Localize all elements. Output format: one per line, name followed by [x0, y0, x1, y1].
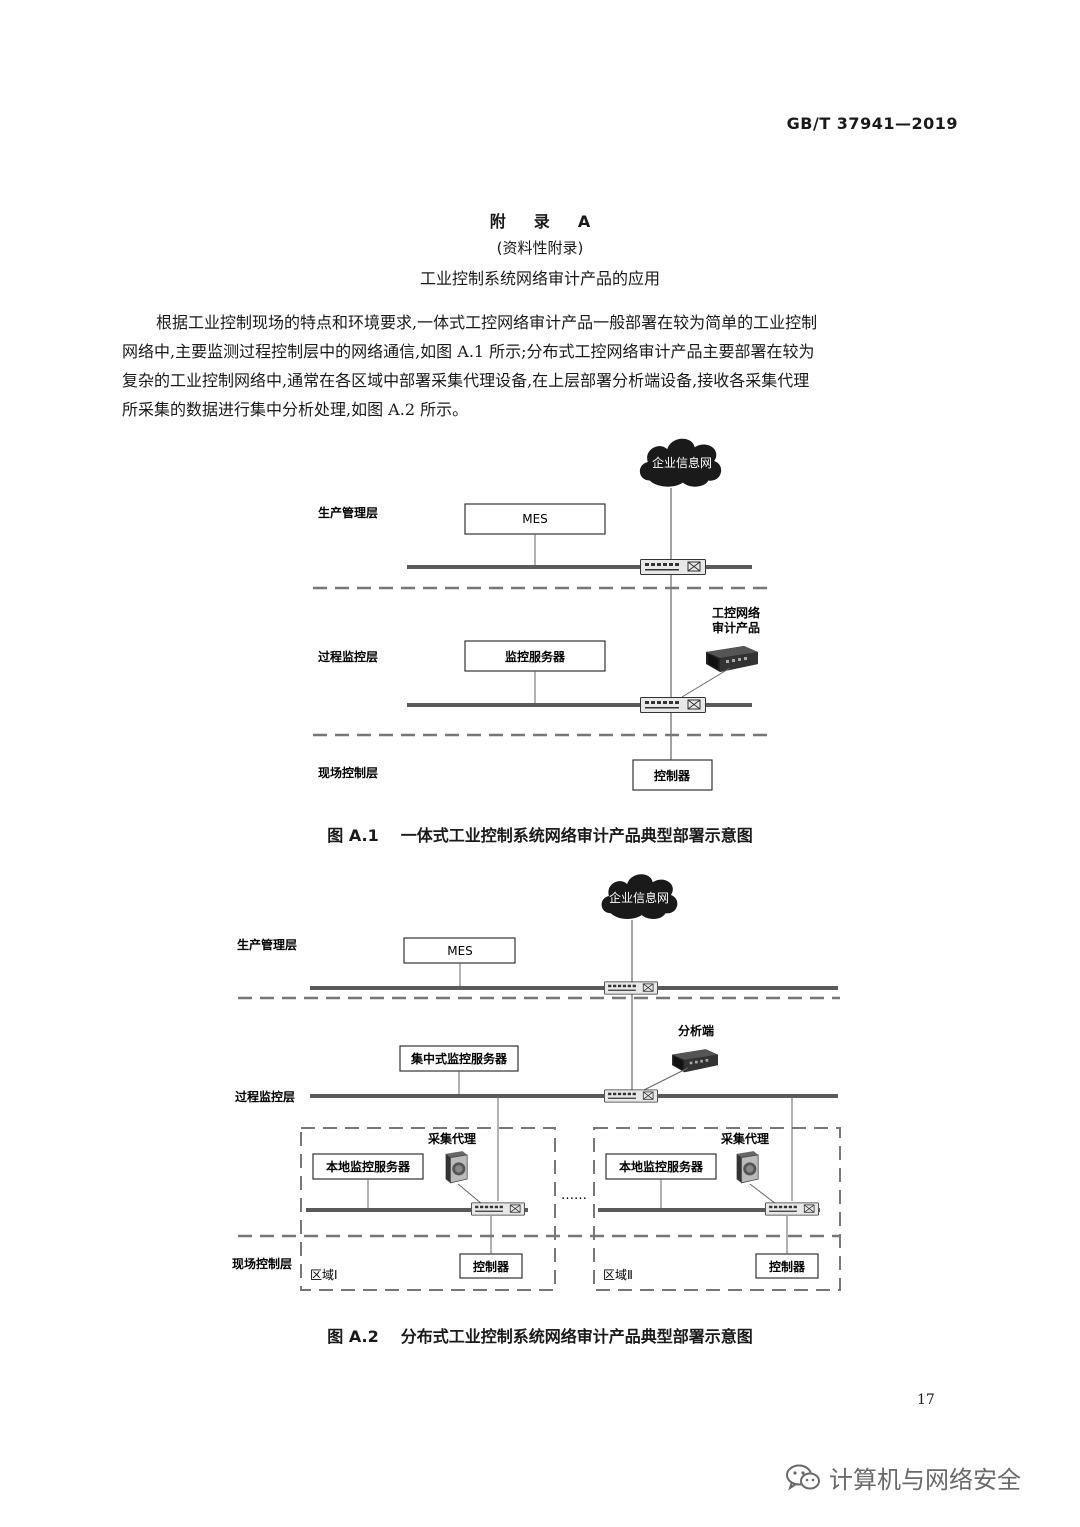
central-server-label: 集中式监控服务器 — [410, 1051, 508, 1066]
zone-2-label: 区域Ⅱ — [603, 1268, 633, 1282]
figure-a2-diagram: 企业信息网 生产管理层 MES 分析端 集中式监控服务器 过程监控层 采集代理 … — [232, 874, 841, 1291]
audit-appliance-icon — [706, 646, 758, 672]
mes-box — [403, 937, 516, 964]
analysis-label: 分析端 — [678, 1023, 714, 1038]
local-server-label: 本地监控服务器 — [326, 1159, 411, 1174]
zone-1-boundary — [300, 1127, 556, 1291]
appendix-label-part: 附 — [489, 212, 506, 231]
zone-2-boundary — [593, 1127, 841, 1291]
collector-icon — [445, 1150, 468, 1184]
figure-number: 图 A.1 — [327, 826, 379, 845]
switch-icon — [640, 697, 706, 713]
local-server-box — [605, 1153, 717, 1180]
paragraph-line: 复杂的工业控制网络中,通常在各区域中部署采集代理设备,在上层部署分析端设备,接收… — [122, 371, 810, 390]
analysis-appliance-icon — [672, 1049, 718, 1073]
local-server-box — [312, 1153, 424, 1180]
appendix-label-part: A — [577, 212, 591, 231]
cloud-label: 企业信息网 — [609, 890, 669, 905]
switch-icon — [640, 559, 706, 575]
layer-label-field: 现场控制层 — [318, 765, 378, 780]
wechat-icon — [786, 1464, 820, 1490]
switch-icon — [604, 1089, 658, 1103]
figure-a2-caption: 图 A.2 分布式工业控制系统网络审计产品典型部署示意图 — [0, 1323, 1080, 1347]
switch-icon — [471, 1202, 525, 1216]
switch-icon — [604, 981, 658, 995]
collector-label: 采集代理 — [720, 1131, 769, 1146]
switch-icon — [765, 1202, 819, 1216]
paragraph-line: 根据工业控制现场的特点和环境要求,一体式工控网络审计产品一般部署在较为简单的工业… — [156, 313, 818, 332]
monitor-server-box — [464, 640, 606, 672]
monitor-server-label: 监控服务器 — [505, 649, 566, 664]
figure-number: 图 A.2 — [327, 1327, 379, 1346]
layer-label-process: 过程监控层 — [235, 1089, 295, 1104]
layer-label-production: 生产管理层 — [318, 505, 378, 520]
figure-a1-diagram: 企业信息网 生产管理层 MES 工控网络 审计产品 过程监控层 监控服务器 现场… — [313, 438, 768, 791]
controller-box — [755, 1253, 819, 1279]
audit-product-label: 工控网络 — [712, 605, 760, 620]
figure-a1-caption: 图 A.1 一体式工业控制系统网络审计产品典型部署示意图 — [0, 822, 1080, 846]
controller-box — [459, 1253, 523, 1279]
page-number: 17 — [917, 1392, 935, 1408]
layer-label-process: 过程监控层 — [318, 649, 378, 664]
ellipsis: …… — [561, 1188, 587, 1203]
controller-label: 控制器 — [473, 1259, 510, 1274]
central-server-box — [399, 1045, 519, 1072]
cloud-label: 企业信息网 — [652, 455, 712, 470]
figure-title: 分布式工业控制系统网络审计产品典型部署示意图 — [400, 1327, 753, 1346]
mes-label: MES — [447, 944, 473, 958]
controller-label: 控制器 — [769, 1259, 806, 1274]
controller-label: 控制器 — [654, 768, 691, 783]
zone-1-label: 区域Ⅰ — [310, 1268, 338, 1282]
figure-title: 一体式工业控制系统网络审计产品典型部署示意图 — [400, 826, 753, 845]
collector-label: 采集代理 — [427, 1131, 476, 1146]
watermark-text: 计算机与网络安全 — [829, 1466, 1021, 1494]
mes-label: MES — [522, 512, 548, 526]
appendix-type: (资料性附录) — [496, 239, 584, 257]
body-paragraph: 根据工业控制现场的特点和环境要求,一体式工控网络审计产品一般部署在较为简单的工业… — [122, 308, 958, 424]
layer-label-production: 生产管理层 — [237, 937, 297, 952]
standard-number: GB/T 37941—2019 — [786, 114, 958, 133]
controller-box — [632, 759, 713, 791]
paragraph-line: 所采集的数据进行集中分析处理,如图 A.2 所示。 — [122, 400, 469, 419]
layer-label-field: 现场控制层 — [232, 1256, 292, 1271]
local-server-label: 本地监控服务器 — [619, 1159, 704, 1174]
collector-icon — [736, 1150, 759, 1184]
appendix-label-part: 录 — [533, 212, 550, 231]
watermark: 计算机与网络安全 — [785, 1460, 1021, 1495]
audit-product-label: 审计产品 — [712, 620, 760, 635]
paragraph-line: 网络中,主要监测过程控制层中的网络通信,如图 A.1 所示;分布式工控网络审计产… — [122, 342, 815, 361]
appendix-title: 工业控制系统网络审计产品的应用 — [419, 269, 660, 288]
